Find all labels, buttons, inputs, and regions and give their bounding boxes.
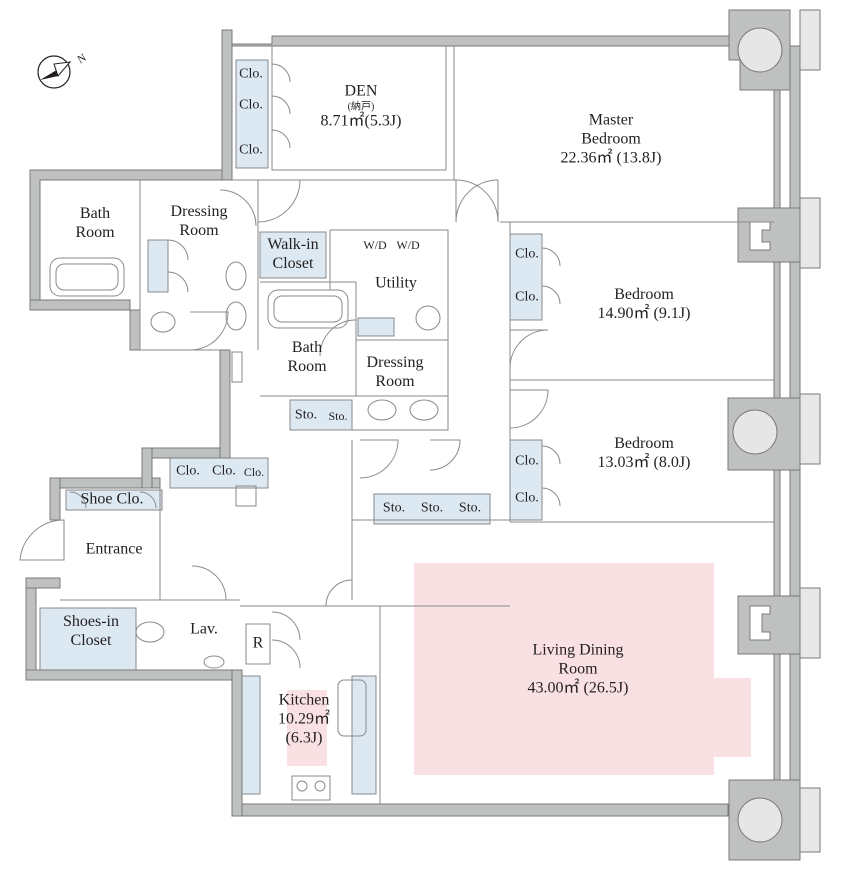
dressing-room-1-label: Dressing Room xyxy=(170,203,228,239)
bedroom-2-label: Bedroom 13.03㎡ (8.0J) xyxy=(597,435,691,471)
shoe-closet-label: Shoe Clo. xyxy=(80,490,144,508)
storage-2-label: Sto. xyxy=(328,408,348,423)
hall-closet-2-label: Clo. xyxy=(212,463,236,479)
storage-1-label: Sto. xyxy=(294,407,318,423)
utility-label: Utility xyxy=(375,274,417,292)
den-closet-2-label: Clo. xyxy=(239,97,263,113)
north-arrow-icon: N xyxy=(37,52,89,89)
dressing-room-2-label: Dressing Room xyxy=(366,354,424,390)
living-room-highlight xyxy=(414,563,751,775)
den-closet-3-label: Clo. xyxy=(239,142,263,158)
bedroom-2-closet-1-label: Clo. xyxy=(515,453,539,469)
bath-room-1-label: Bath Room xyxy=(75,205,115,241)
bedroom-1-closet-1-label: Clo. xyxy=(515,246,539,262)
storage-5-label: Sto. xyxy=(458,500,482,516)
interior-walls xyxy=(60,46,774,804)
closet-fills xyxy=(39,59,543,795)
master-bedroom-label: Master Bedroom 22.36㎡ (13.8J) xyxy=(560,111,662,167)
fixtures xyxy=(49,257,441,801)
columns xyxy=(727,9,821,861)
washer-dryer-label-1: W/D xyxy=(363,237,387,252)
walk-in-closet-label: Walk-in Closet xyxy=(267,236,319,272)
hall-closet-3-label: Clo. xyxy=(243,464,265,479)
hall-closet-1-label: Clo. xyxy=(176,463,200,479)
bath-room-2-label: Bath Room xyxy=(287,339,327,375)
kitchen-label: Kitchen 10.29㎡ (6.3J) xyxy=(277,691,331,747)
entrance-label: Entrance xyxy=(85,540,143,558)
bedroom-1-closet-2-label: Clo. xyxy=(515,289,539,305)
refrigerator-label: R xyxy=(252,634,264,652)
north-label: N xyxy=(76,52,89,66)
washer-dryer-label-2: W/D xyxy=(396,237,420,252)
bedroom-1-label: Bedroom 14.90㎡ (9.1J) xyxy=(597,286,691,322)
living-dining-room-label: Living Dining Room 43.00㎡ (26.5J) xyxy=(527,641,629,697)
kitchen-highlight xyxy=(287,690,327,766)
den-closet-1-label: Clo. xyxy=(239,66,263,82)
storage-3-label: Sto. xyxy=(382,500,406,516)
storage-4-label: Sto. xyxy=(420,500,444,516)
door-swings xyxy=(19,63,561,669)
den-label: DEN (納戸) 8.71㎡(5.3J) xyxy=(320,82,402,130)
lavatory-label: Lav. xyxy=(190,620,218,638)
shoes-in-closet-label: Shoes-in Closet xyxy=(63,613,119,649)
bedroom-2-closet-2-label: Clo. xyxy=(515,490,539,506)
